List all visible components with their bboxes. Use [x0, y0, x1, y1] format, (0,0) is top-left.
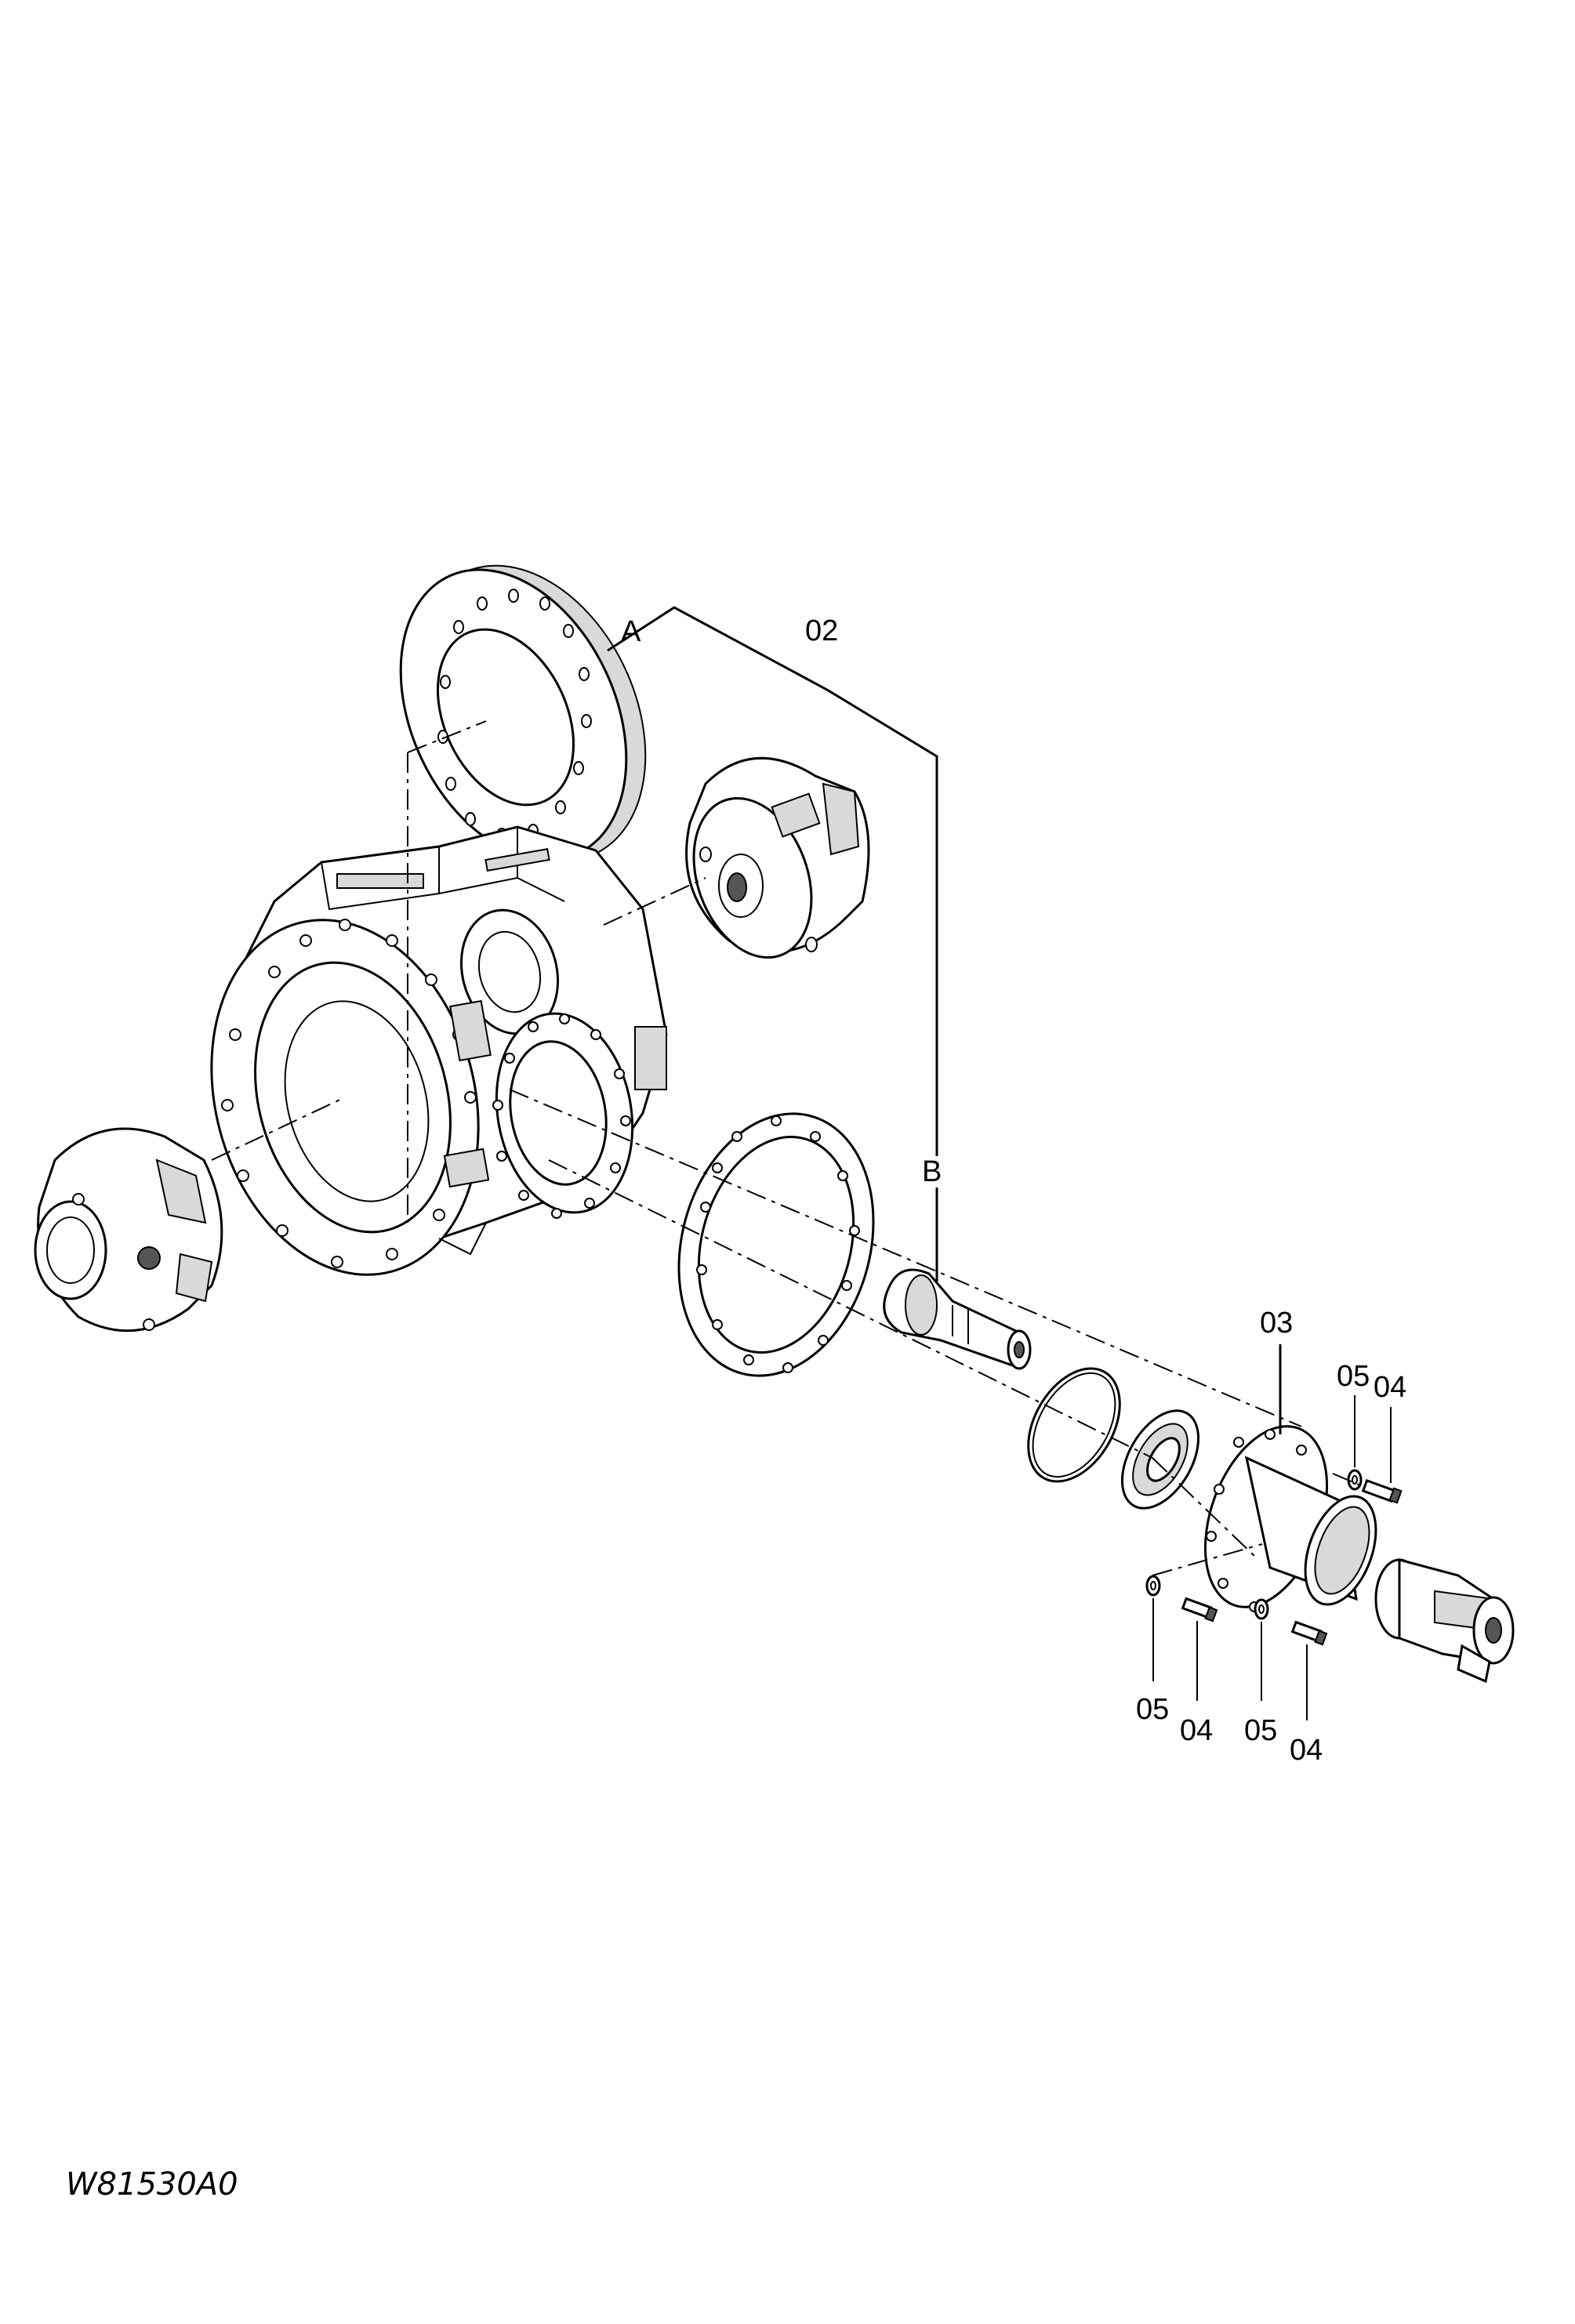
callout-labels: A 02 B 03 05 04 05 04 05 04: [621, 615, 1406, 1767]
yoke-flange: [1374, 1558, 1515, 1684]
washer-lower-left: [1145, 1575, 1161, 1597]
bolt-lower-left: [1181, 1597, 1218, 1622]
gasket: [677, 1112, 875, 1377]
washer-top: [1347, 1469, 1363, 1491]
callout-04-lower-left: 04: [1180, 1714, 1213, 1747]
bolt-lower-right: [1290, 1620, 1328, 1646]
axle-housing: [210, 825, 668, 1276]
differential-case-upper: [685, 756, 870, 959]
group-02-bracket: [607, 606, 938, 1156]
differential-case-lower: [34, 1127, 223, 1332]
callout-05-top: 05: [1337, 1360, 1370, 1393]
callout-B: B: [922, 1155, 942, 1188]
assembly-center-lines: [211, 720, 1365, 1576]
bolt-top: [1361, 1479, 1403, 1504]
callout-05-lower-right: 05: [1244, 1714, 1277, 1747]
ring-gear-disc: [399, 564, 647, 862]
pinion-flange-holes: [492, 1013, 631, 1219]
callout-04-lower-right: 04: [1290, 1734, 1323, 1767]
drawing-code: W81530A0: [66, 2166, 238, 2203]
callout-02: 02: [805, 615, 838, 647]
callout-03: 03: [1260, 1307, 1293, 1340]
callout-05-lower-left: 05: [1136, 1693, 1169, 1726]
pinion-carrier: [1203, 1425, 1377, 1612]
o-ring: [1027, 1367, 1121, 1483]
callout-04-top: 04: [1374, 1371, 1406, 1404]
washer-lower-right: [1254, 1598, 1269, 1620]
pinion-shaft: [883, 1268, 1032, 1370]
leader-lines: [607, 606, 1392, 1720]
callout-A: A: [621, 615, 641, 648]
bearing: [1120, 1409, 1200, 1510]
gasket-holes: [696, 1115, 860, 1373]
